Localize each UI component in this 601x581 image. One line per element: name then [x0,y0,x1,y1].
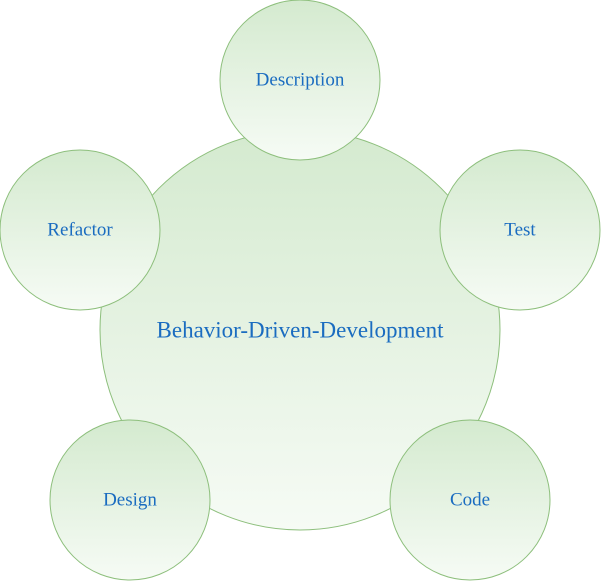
node-refactor: Refactor [0,149,161,311]
node-design: Design [49,419,211,581]
node-label: Description [256,70,345,91]
node-label: Refactor [47,220,113,241]
node-description: Description [219,0,381,161]
node-test: Test [439,149,601,311]
center-node: Behavior-Driven-Development [99,129,501,531]
center-label: Behavior-Driven-Development [157,318,445,343]
node-label: Code [450,490,490,511]
node-label: Design [103,490,157,511]
node-label: Test [504,220,536,241]
node-code: Code [389,419,551,581]
